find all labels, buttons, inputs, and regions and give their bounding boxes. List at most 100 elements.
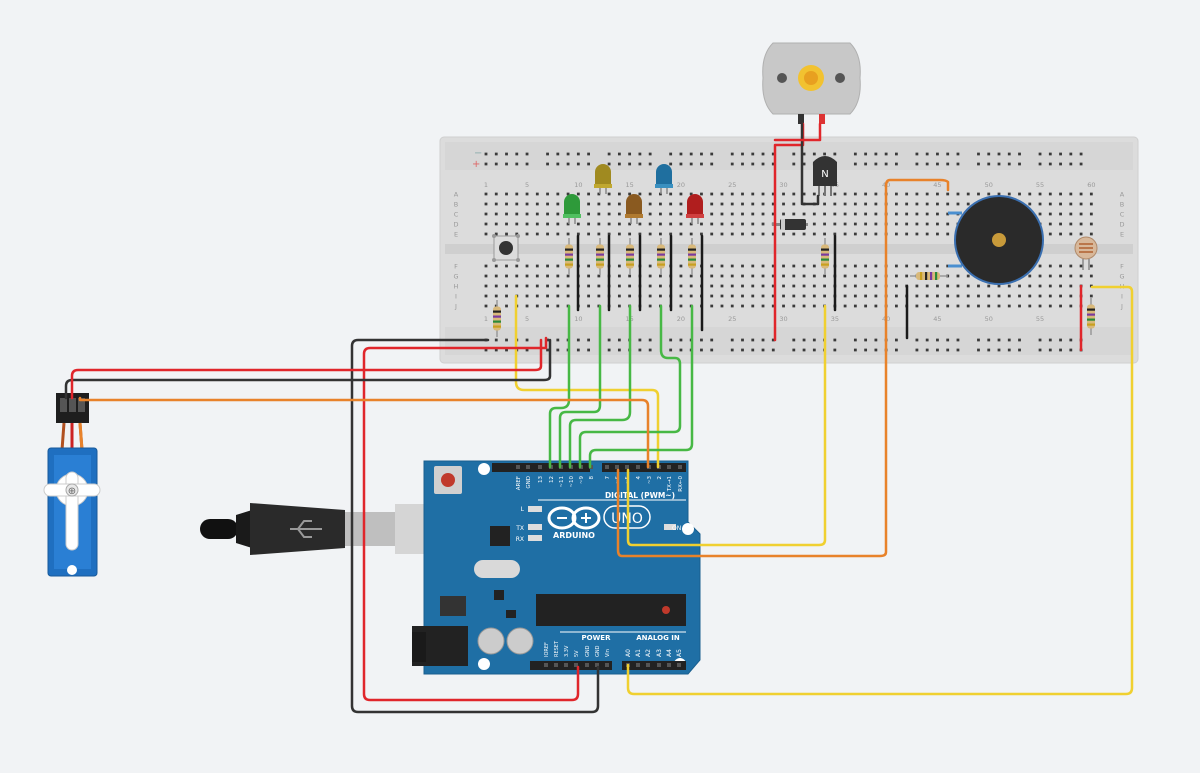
arduino-uno[interactable]: L TX RX ON ARDUINO UNO DIGITAL (PWM~) PO… [412,460,701,675]
digital-header-label: DIGITAL (PWM~) [605,491,675,500]
column-number-top: 1 [484,181,488,189]
row-letter-right: J [1120,303,1123,311]
row-letter-right: C [1120,211,1125,219]
resistor[interactable] [596,238,604,275]
column-number-bottom: 45 [933,315,941,323]
wire[interactable] [773,122,822,142]
column-number-bottom: 1 [484,315,488,323]
resistor[interactable] [565,238,573,275]
resistor[interactable] [657,238,665,275]
column-number-top: 60 [1087,181,1095,189]
resistor[interactable] [688,238,696,275]
transistor-label: N [821,169,828,180]
usb-icon [290,520,322,538]
dc-motor[interactable] [762,42,861,124]
wire[interactable] [800,122,820,206]
wire[interactable] [626,285,1134,696]
wire[interactable] [70,338,543,400]
digital-pin-label: 13 [538,476,544,483]
arduino-headers[interactable] [492,463,686,670]
row-letter-right: F [1120,263,1124,271]
power-pin-label: 3.3V [564,645,570,657]
led[interactable] [686,194,704,224]
resistor[interactable] [493,300,501,337]
analog-header[interactable] [622,661,686,670]
power-header-label: POWER [582,634,612,642]
push-button[interactable] [492,234,520,262]
digital-header-right[interactable] [602,463,686,472]
digital-pin-label: 12 [549,476,555,483]
power-pin-label: GND [595,645,601,657]
row-letter-left: J [454,303,457,311]
on-led-label: ON [672,525,681,532]
led[interactable] [594,164,612,194]
arduino-logo-icon [547,506,601,530]
breadboard[interactable]: 1155101015152020252530303535404045455050… [439,136,1139,364]
breadboard-labels: 1155101015152020252530303535404045455050… [453,181,1124,323]
row-letter-right: E [1120,231,1124,239]
reset-button[interactable] [434,466,462,494]
analog-pin-label: A5 [676,649,683,657]
diode[interactable] [772,219,808,230]
column-number-bottom: 25 [728,315,736,323]
resistor[interactable] [626,238,634,275]
column-number-bottom: 20 [677,315,685,323]
resistor[interactable] [910,272,948,280]
analog-pin-label: A3 [656,649,663,657]
wire[interactable] [362,336,580,702]
column-number-top: 15 [625,181,633,189]
analog-pin-label: A0 [625,649,632,657]
column-number-top: 10 [574,181,582,189]
digital-pin-label: GND [526,476,532,489]
led[interactable] [563,194,581,224]
servo-motor[interactable]: ⊕ [43,393,101,577]
digital-pin-label: 4 [636,476,642,480]
photoresistor[interactable] [1074,236,1098,270]
row-letter-left: A [454,191,459,199]
npn-transistor[interactable]: N [813,156,837,196]
power-header[interactable] [530,661,612,670]
analog-pin-label: A4 [666,649,673,657]
row-letter-left: D [453,221,458,229]
piezo-buzzer[interactable] [948,195,1044,285]
wire[interactable] [350,338,600,714]
row-letter-right: D [1119,221,1124,229]
row-letter-left: B [454,201,458,209]
digital-pin-label: ~3 [647,476,653,485]
power-pin-label: GND [585,645,591,657]
row-letter-right: I [1121,293,1123,301]
motor-gear-icon [798,65,824,91]
wire[interactable] [616,178,950,558]
column-number-top: 25 [728,181,736,189]
row-letter-left: E [454,231,458,239]
resistor[interactable] [821,238,829,275]
column-number-top: 45 [933,181,941,189]
column-number-bottom: 5 [525,315,529,323]
wire[interactable] [578,304,682,469]
leds[interactable] [563,164,704,224]
digital-pin-label: AREF [516,476,522,490]
led[interactable] [655,164,673,194]
digital-pin-label: 2 [657,476,663,480]
resistors[interactable] [493,238,1095,337]
power-pin-label: IOREF [544,642,550,657]
column-number-top: 5 [525,181,529,189]
wire[interactable] [78,396,650,469]
led[interactable] [625,194,643,224]
wire[interactable] [514,294,660,469]
column-number-bottom: 10 [574,315,582,323]
svg-text:⊕: ⊕ [68,486,76,497]
resistor[interactable] [1087,298,1095,335]
wire[interactable] [548,304,571,469]
wires[interactable] [64,122,1134,714]
wire[interactable] [568,304,632,469]
wire[interactable] [558,304,602,469]
analog-pin-label: A1 [635,649,642,657]
column-number-bottom: 50 [985,315,993,323]
wire[interactable] [626,304,827,547]
wire[interactable] [588,304,694,469]
digital-pin-label: ~11 [559,476,565,488]
column-number-top: 20 [677,181,685,189]
wire[interactable] [64,338,552,400]
